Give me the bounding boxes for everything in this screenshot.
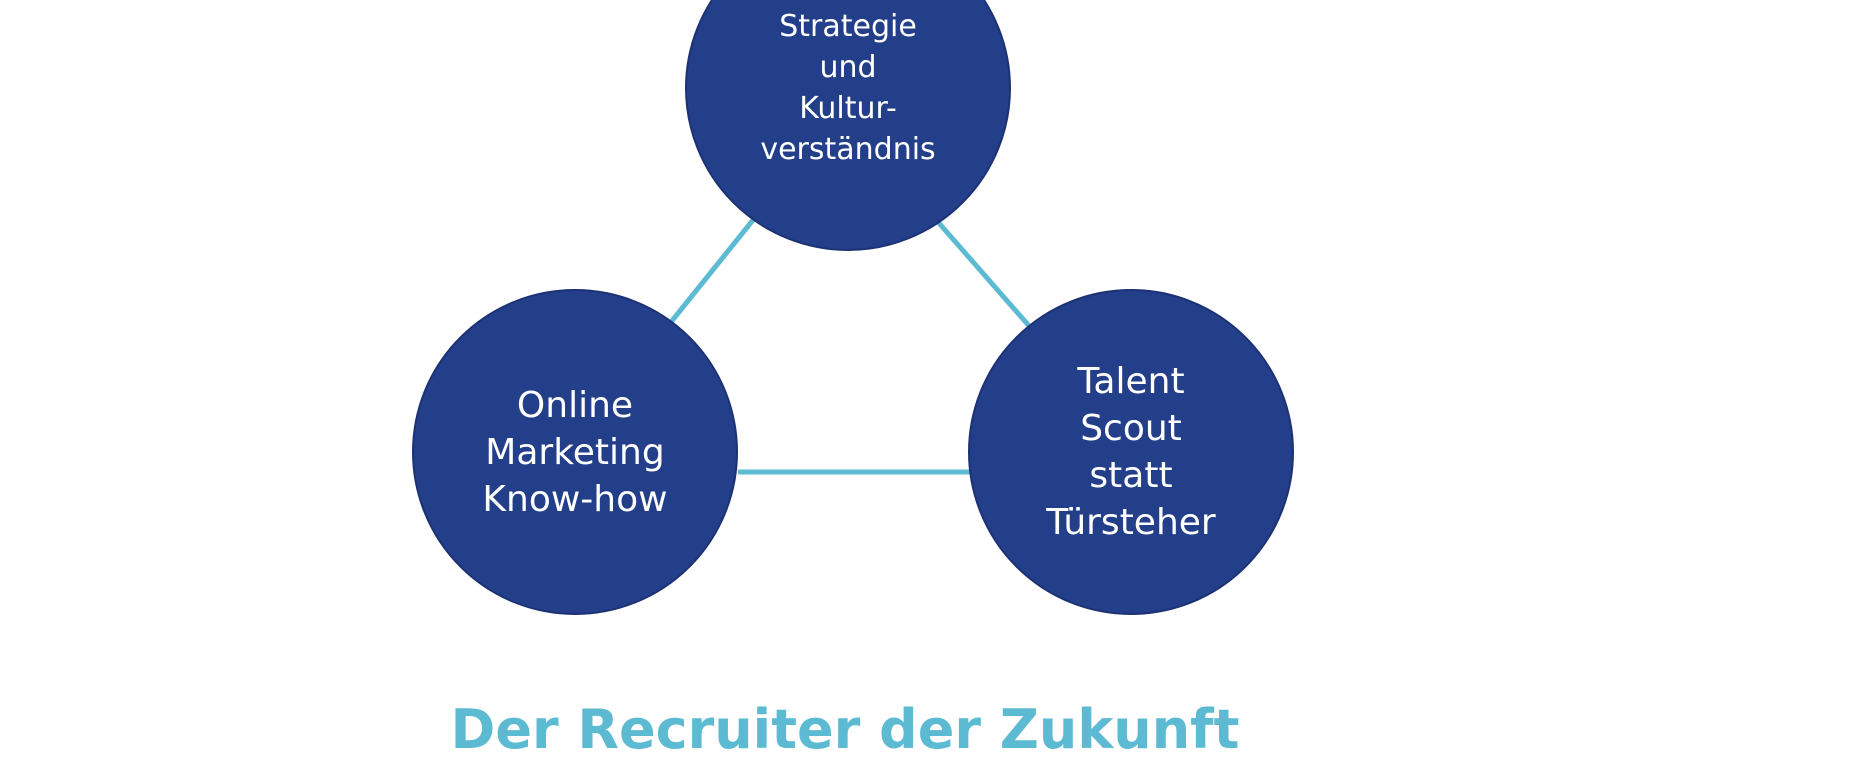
connector-top-left xyxy=(669,218,755,324)
diagram-caption: Der Recruiter der Zukunft xyxy=(450,698,1240,761)
node-online-marketing: Online Marketing Know-how xyxy=(412,289,738,615)
node-strategy-label: Strategie und Kultur- verständnis xyxy=(760,9,936,167)
node-talent-scout: Talent Scout statt Türsteher xyxy=(968,289,1294,615)
connector-top-right xyxy=(936,220,1032,329)
node-strategy: Strategie und Kultur- verständnis xyxy=(685,0,1011,251)
node-online-marketing-label: Online Marketing Know-how xyxy=(482,384,668,520)
node-talent-scout-label: Talent Scout statt Türsteher xyxy=(1046,361,1216,543)
